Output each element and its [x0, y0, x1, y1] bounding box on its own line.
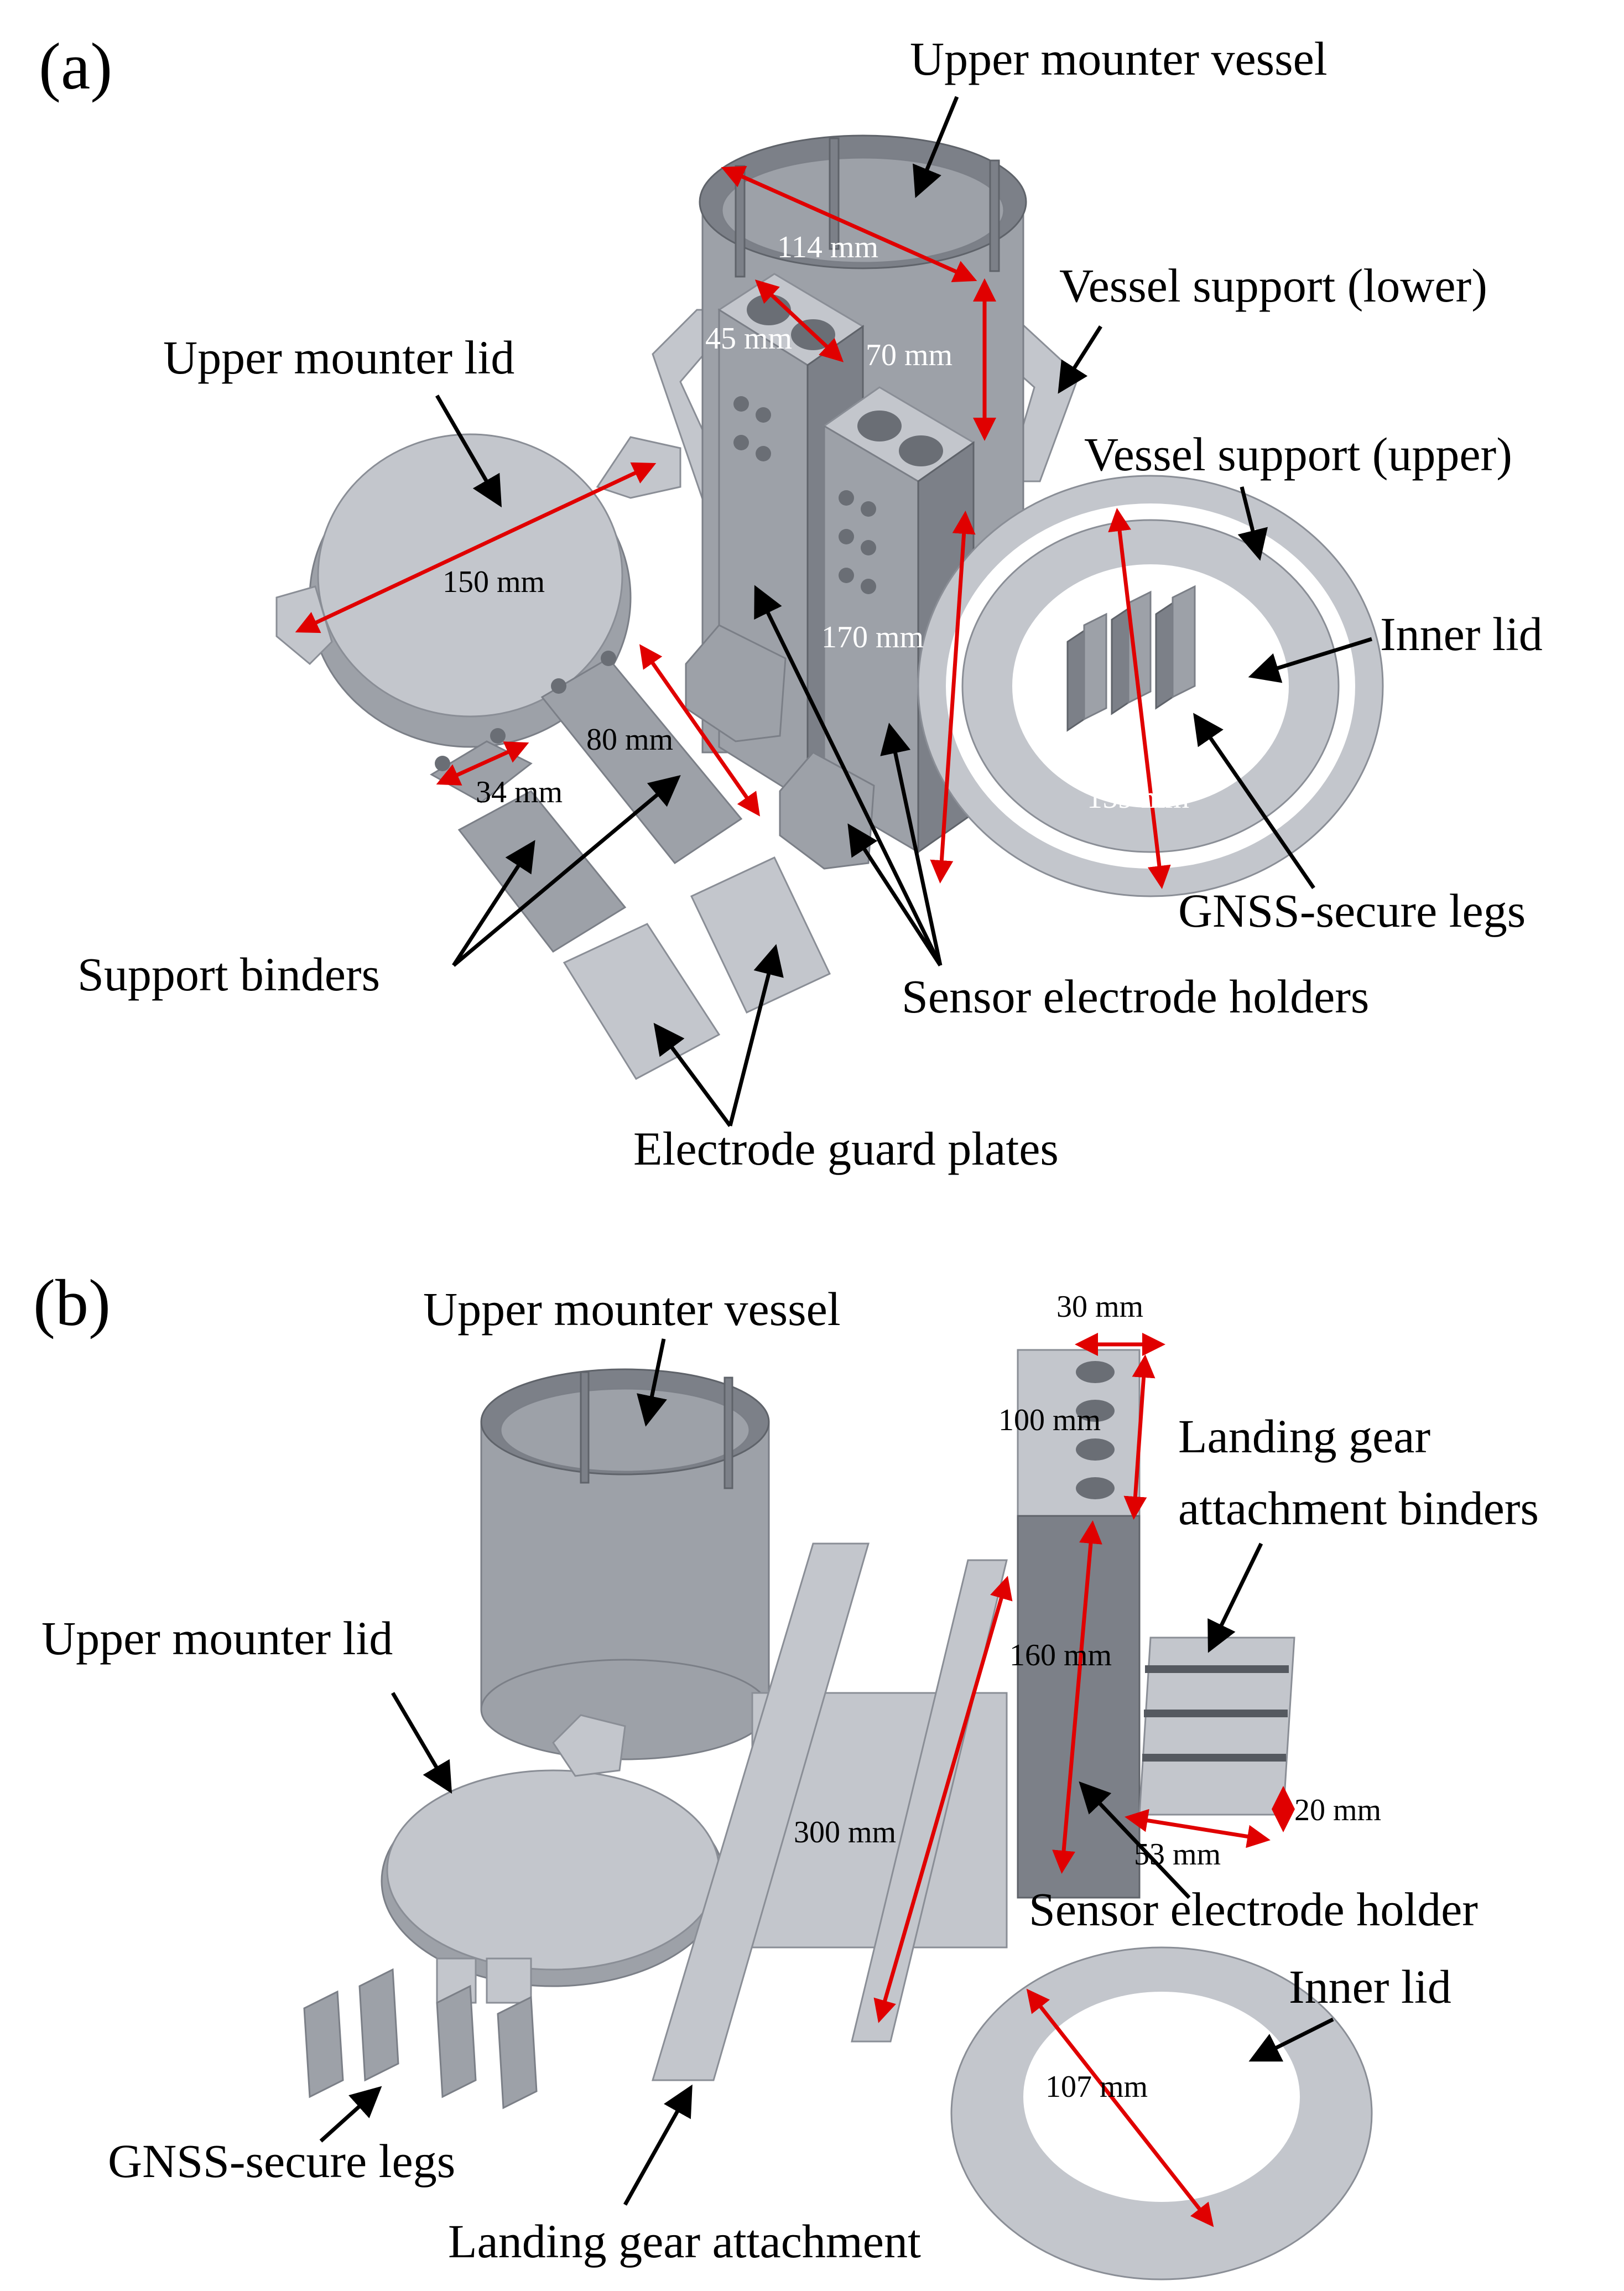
- label-arrows-a: [435, 96, 1373, 1128]
- label-support-binders: Support binders: [77, 948, 380, 1001]
- dim-line-34: [436, 741, 529, 786]
- upper-mounter-vessel-b-part: [480, 1368, 770, 1760]
- dim-line-150: [295, 462, 657, 633]
- dim-line-170: [930, 511, 976, 884]
- dimension-arrows-b: [873, 1333, 1295, 2227]
- label-upper-mounter-lid-a: Upper mounter lid: [163, 331, 514, 384]
- label-vessel-support-lower: Vessel support (lower): [1059, 259, 1487, 312]
- dim-70: 70 mm: [866, 338, 952, 372]
- label-arrows-b: [319, 1338, 1334, 2206]
- label-landing-gear-attachment: Landing gear attachment: [448, 2215, 921, 2268]
- label-inner-lid-a: Inner lid: [1380, 607, 1543, 661]
- dim-114: 114 mm: [777, 230, 878, 264]
- dim-line-100: [1123, 1354, 1155, 1520]
- label-electrode-guard-plates: Electrode guard plates: [633, 1122, 1059, 1175]
- label-inner-lid-b: Inner lid: [1289, 1960, 1451, 2013]
- dim-line-45: [754, 279, 844, 362]
- panel-b: (b): [33, 1266, 1539, 2280]
- dim-107: 107 mm: [1045, 2070, 1148, 2104]
- label-vessel-support-upper: Vessel support (upper): [1084, 428, 1512, 481]
- dim-150: 150 mm: [443, 565, 545, 599]
- dim-line-300: [873, 1576, 1013, 2023]
- upper-mounter-lid-b-part: [381, 1714, 726, 2004]
- dim-line-80: [639, 644, 761, 817]
- dim-159: 159 mm: [1087, 781, 1189, 815]
- dimension-arrows-a: [295, 166, 1171, 889]
- dim-100: 100 mm: [998, 1403, 1101, 1437]
- dim-45: 45 mm: [705, 321, 792, 356]
- dim-34: 34 mm: [476, 775, 563, 809]
- label-gnss-secure-legs-a: GNSS-secure legs: [1178, 884, 1526, 937]
- label-upper-mounter-vessel-b: Upper mounter vessel: [423, 1282, 841, 1336]
- dim-160: 160 mm: [1009, 1638, 1112, 1672]
- label-landing-gear-binders-line2: attachment binders: [1178, 1482, 1539, 1535]
- dim-300: 300 mm: [794, 1815, 896, 1850]
- dim-line-53: [1125, 1809, 1271, 1848]
- dim-30: 30 mm: [1056, 1290, 1143, 1324]
- panel-b-letter: (b): [33, 1266, 111, 1339]
- panel-a: (a): [39, 29, 1543, 1175]
- label-upper-mounter-lid-b: Upper mounter lid: [41, 1612, 393, 1665]
- dim-80: 80 mm: [586, 723, 673, 757]
- dim-line-160: [1052, 1520, 1102, 1874]
- dim-line-114: [721, 166, 977, 282]
- label-sensor-electrode-holder-b: Sensor electrode holder: [1029, 1883, 1478, 1936]
- label-landing-gear-binders-line1: Landing gear: [1178, 1410, 1430, 1463]
- label-gnss-secure-legs-b: GNSS-secure legs: [108, 2134, 455, 2188]
- dim-170: 170 mm: [821, 620, 924, 654]
- label-sensor-electrode-holders: Sensor electrode holders: [902, 970, 1369, 1023]
- dim-20: 20 mm: [1294, 1793, 1381, 1827]
- label-upper-mounter-vessel-a: Upper mounter vessel: [910, 32, 1328, 85]
- landing-gear-attachment-binders-part: [1138, 1637, 1295, 1816]
- dim-line-159: [1108, 508, 1171, 889]
- dim-line-107: [1026, 1988, 1214, 2227]
- panel-a-letter: (a): [39, 29, 112, 103]
- gnss-legs-b-part: [303, 1968, 538, 2110]
